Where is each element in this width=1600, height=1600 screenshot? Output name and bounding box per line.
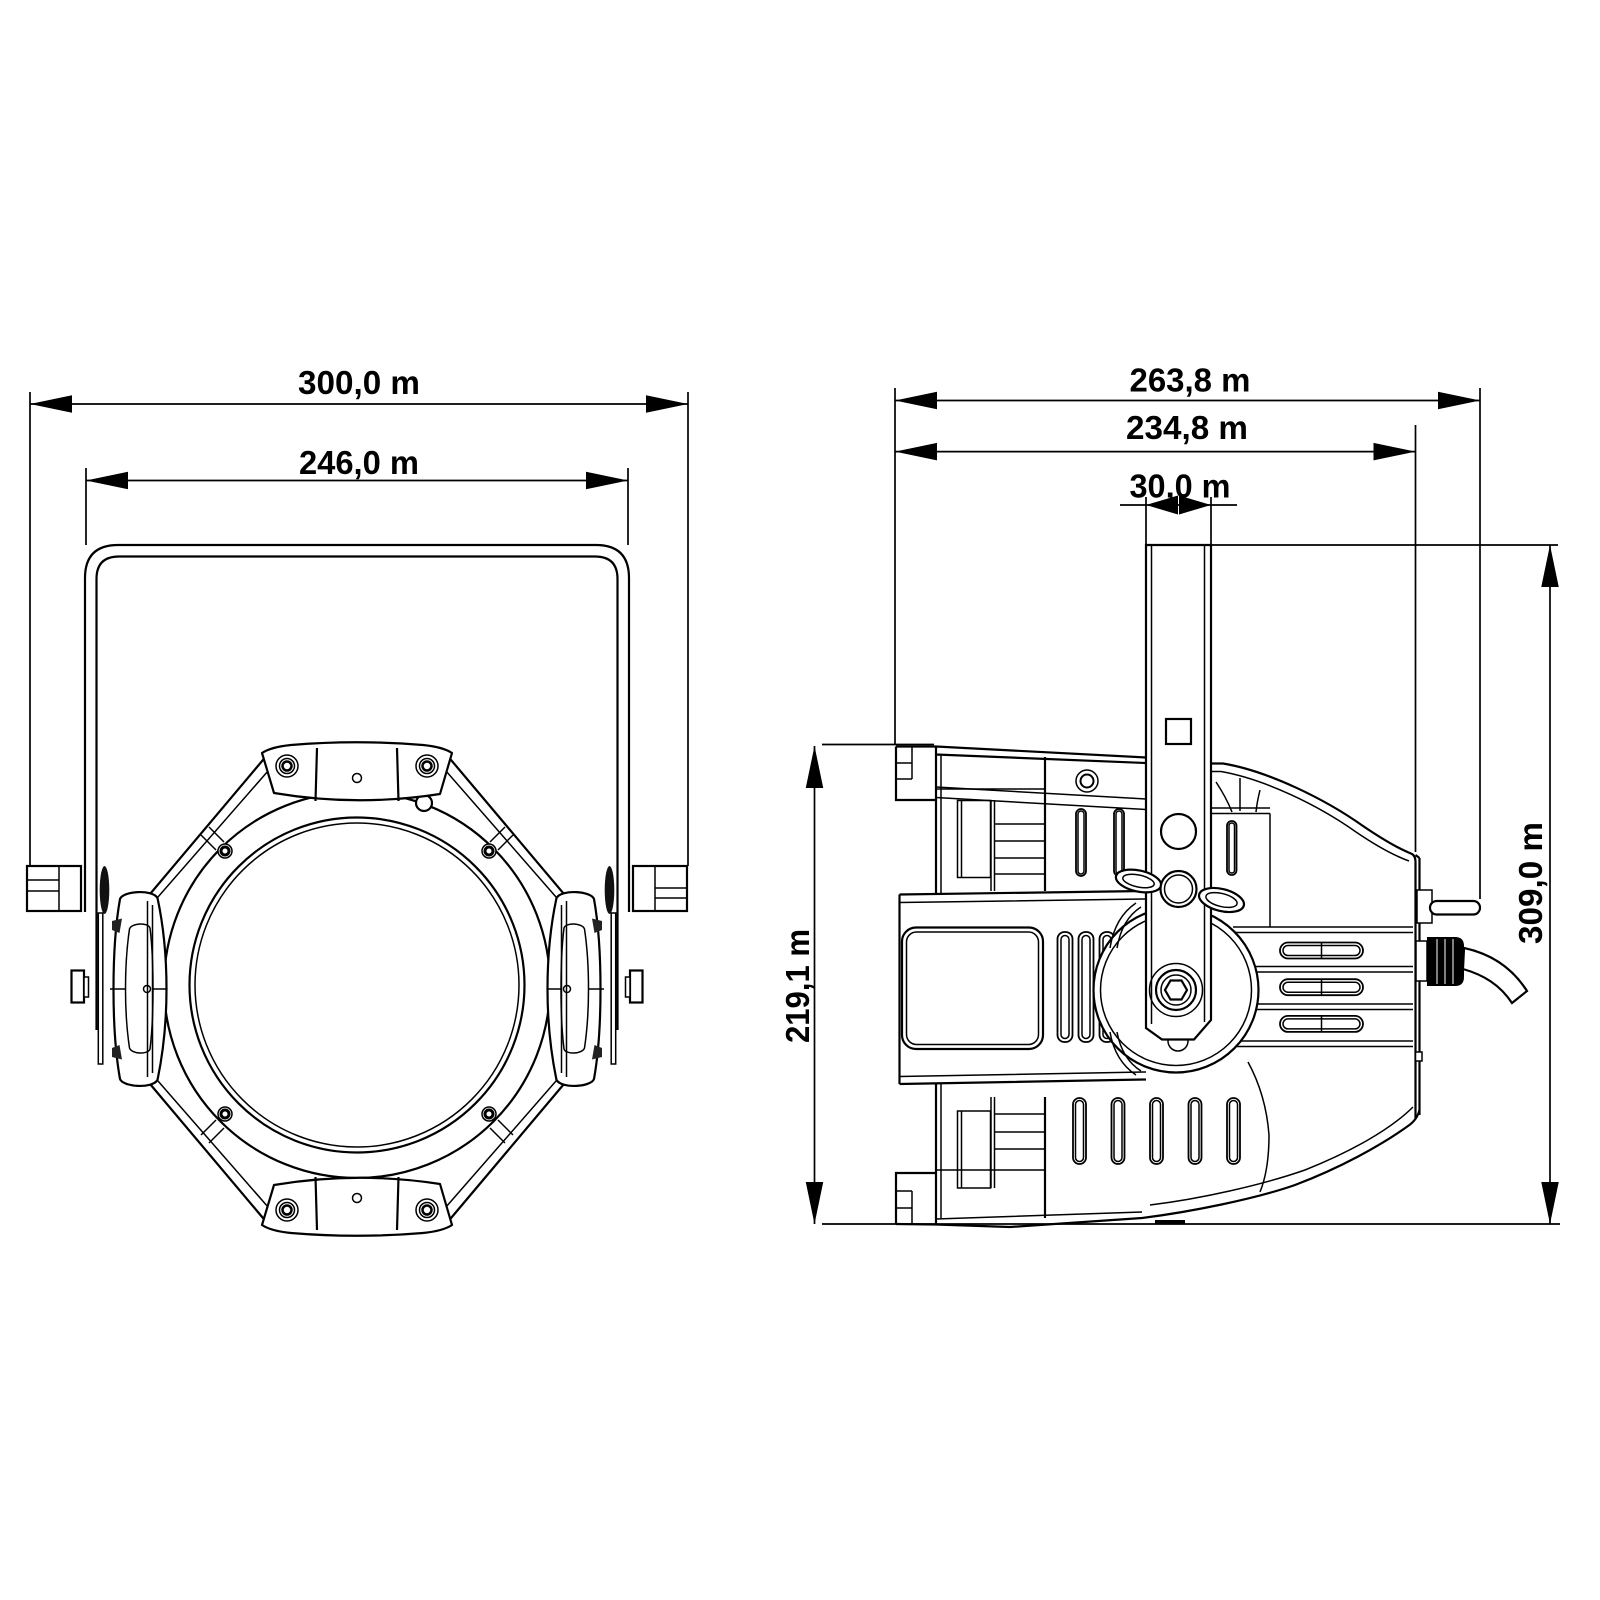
svg-text:263,8 m: 263,8 m <box>1130 362 1251 399</box>
svg-text:234,8 m: 234,8 m <box>1126 409 1248 446</box>
svg-text:246,0 m: 246,0 m <box>299 444 419 481</box>
svg-text:300,0 m: 300,0 m <box>298 364 420 401</box>
svg-text:219,1 m: 219,1 m <box>779 929 816 1043</box>
svg-text:30,0 m: 30,0 m <box>1130 468 1231 505</box>
svg-text:309,0 m: 309,0 m <box>1512 822 1549 944</box>
